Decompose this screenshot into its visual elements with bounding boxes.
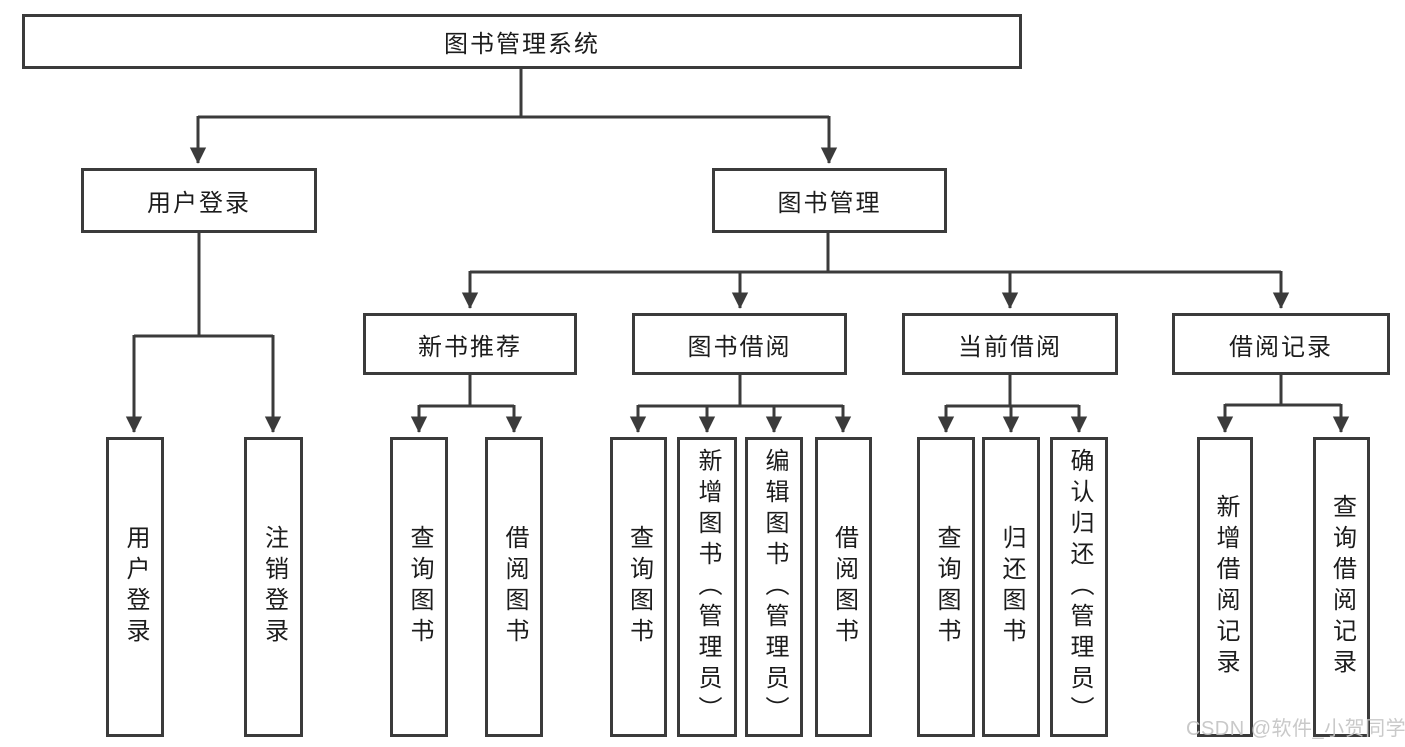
node-new-book-recommendation: 新书推荐 [363, 313, 577, 375]
node-label: 借阅图书 [830, 525, 858, 649]
node-label: 查询图书 [625, 525, 653, 649]
node-library-management-system: 图书管理系统 [22, 14, 1022, 69]
node-label: 当前借阅 [958, 333, 1062, 361]
node-label: 确认归还（管理员） [1066, 447, 1093, 727]
leaf-logout: 注销登录 [244, 437, 303, 737]
node-label: 图书借阅 [687, 333, 792, 361]
leaf-confirm-return-admin: 确认归还（管理员） [1050, 437, 1108, 737]
node-book-borrowing: 图书借阅 [632, 313, 847, 375]
node-label: 新增借阅记录 [1212, 494, 1239, 680]
leaf-query-books-current: 查询图书 [917, 437, 975, 737]
node-label: 借阅图书 [501, 525, 528, 649]
node-current-borrowing: 当前借阅 [902, 313, 1118, 375]
node-label: 查询图书 [933, 525, 960, 649]
node-borrowing-records: 借阅记录 [1172, 313, 1390, 375]
leaf-query-books-borrowing: 查询图书 [610, 437, 667, 737]
leaf-user-login: 用户登录 [106, 437, 164, 737]
node-label: 借阅记录 [1229, 333, 1333, 361]
node-label: 编辑图书（管理员） [761, 447, 788, 727]
leaf-edit-book-admin: 编辑图书（管理员） [745, 437, 803, 737]
node-label: 用户登录 [147, 190, 251, 217]
leaf-borrow-books-recommend: 借阅图书 [485, 437, 543, 737]
leaf-borrow-books-borrowing: 借阅图书 [815, 437, 872, 737]
node-book-management: 图书管理 [712, 168, 947, 233]
leaf-query-books-recommend: 查询图书 [390, 437, 448, 737]
node-label: 注销登录 [260, 525, 288, 649]
leaf-query-borrow-record: 查询借阅记录 [1313, 437, 1370, 737]
node-label: 新增图书（管理员） [694, 447, 721, 727]
node-label: 查询借阅记录 [1328, 494, 1356, 680]
leaf-return-book: 归还图书 [982, 437, 1040, 737]
node-label: 归还图书 [998, 525, 1025, 649]
node-label: 新书推荐 [418, 333, 522, 361]
leaf-add-book-admin: 新增图书（管理员） [677, 437, 737, 737]
node-label: 图书管理 [777, 190, 882, 217]
leaf-add-borrow-record: 新增借阅记录 [1197, 437, 1253, 737]
node-label: 图书管理系统 [444, 31, 600, 58]
node-label: 用户登录 [122, 525, 149, 649]
node-label: 查询图书 [406, 525, 433, 649]
node-user-login: 用户登录 [81, 168, 317, 233]
csdn-watermark: CSDN @软件_小贺同学 [1186, 718, 1405, 740]
